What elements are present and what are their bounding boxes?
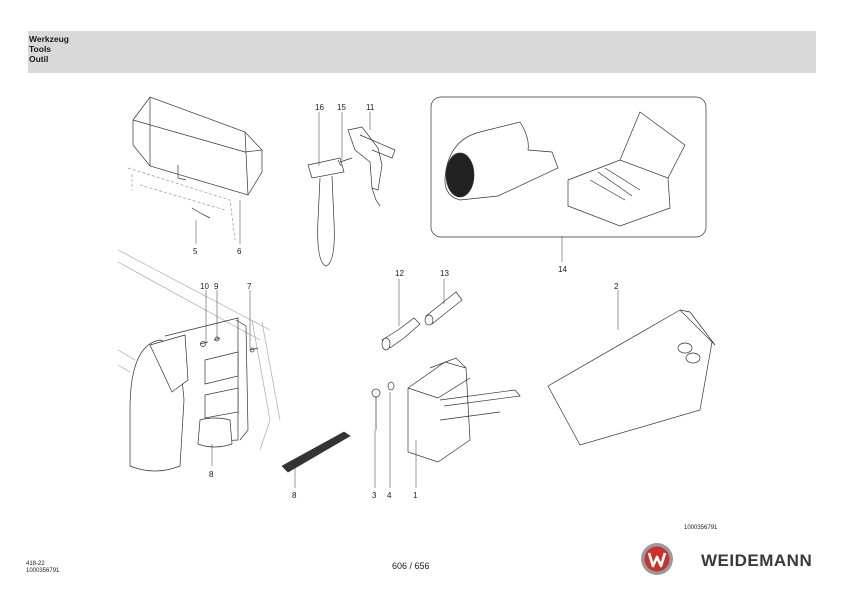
callout-3: 3 bbox=[372, 491, 377, 500]
funnel-illustration bbox=[547, 309, 716, 446]
title-english: Tools bbox=[29, 44, 52, 54]
brand-name: WEIDEMANN bbox=[701, 551, 813, 570]
title-german: Werkzeug bbox=[29, 34, 69, 44]
frame-lines bbox=[117, 249, 281, 451]
figure-id: 1000356791 bbox=[684, 525, 718, 531]
holder-illustration bbox=[407, 357, 521, 463]
title-banner: Werkzeug Tools Outil bbox=[28, 31, 816, 73]
coupling-illustration bbox=[381, 317, 421, 351]
callout-numbers: 16 15 11 14 5 6 10 9 7 8 12 13 2 8 3 4 1 bbox=[193, 103, 619, 500]
callout-8-extinguisher: 8 bbox=[209, 470, 214, 479]
callout-16: 16 bbox=[315, 103, 324, 112]
callout-14: 14 bbox=[558, 265, 567, 274]
tube-illustration bbox=[424, 291, 463, 326]
callout-11: 11 bbox=[366, 103, 375, 112]
callout-6: 6 bbox=[237, 247, 242, 256]
footer-doc-number: 1000356791 bbox=[26, 568, 60, 574]
title-french: Outil bbox=[29, 54, 49, 64]
callout-5: 5 bbox=[193, 247, 198, 256]
crank-lever-illustration bbox=[307, 157, 345, 267]
extinguisher-illustration bbox=[129, 317, 249, 472]
callout-9: 9 bbox=[214, 282, 219, 291]
footer-code: 418-22 bbox=[26, 561, 45, 567]
cover-illustration bbox=[444, 121, 559, 201]
toolbox-illustration bbox=[127, 96, 263, 241]
callout-10: 10 bbox=[200, 282, 209, 291]
callout-4: 4 bbox=[387, 491, 392, 500]
callout-7: 7 bbox=[247, 282, 252, 291]
callout-2: 2 bbox=[614, 282, 619, 291]
callout-13: 13 bbox=[440, 269, 449, 278]
weidemann-logo-icon bbox=[641, 543, 673, 575]
page-number: 606 / 656 bbox=[392, 561, 430, 571]
callout-12: 12 bbox=[395, 269, 404, 278]
callout-8-mat: 8 bbox=[292, 491, 297, 500]
callout-1: 1 bbox=[413, 491, 418, 500]
tool-kit-box-illustration bbox=[567, 111, 686, 227]
bracket-illustration bbox=[347, 126, 396, 207]
footer-codes: 418-22 1000356791 bbox=[26, 561, 59, 575]
callout-15: 15 bbox=[337, 103, 346, 112]
